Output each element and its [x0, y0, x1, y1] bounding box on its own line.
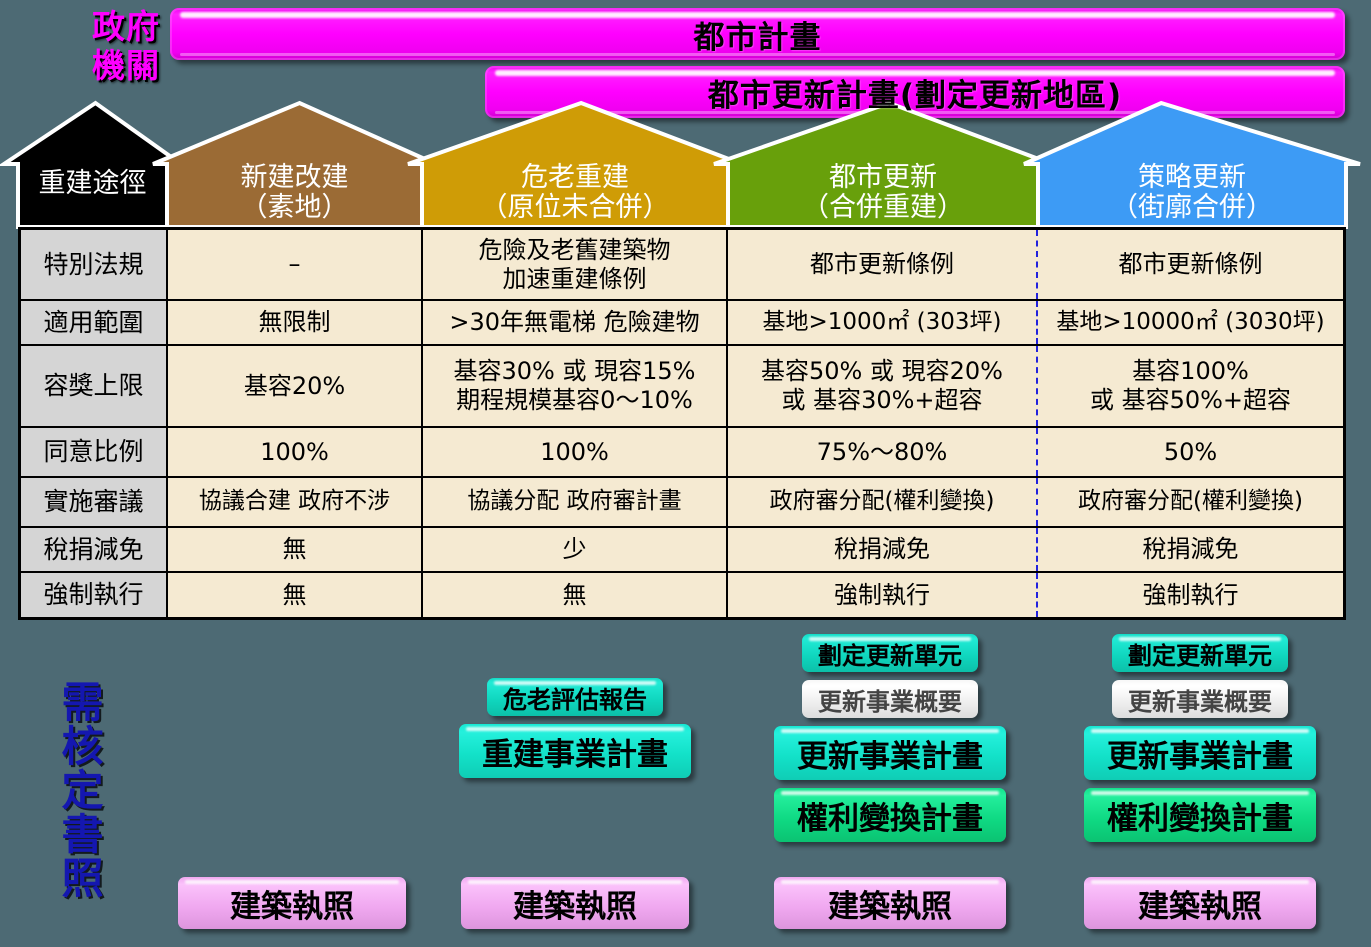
- table-cell: 都市更新條例: [1118, 250, 1263, 279]
- banner-urban-plan-label: 都市計畫: [693, 19, 822, 56]
- document-chip-label: 更新事業計畫: [1107, 738, 1293, 775]
- document-chip-label: 重建事業計畫: [482, 736, 668, 773]
- table-cell: 協議分配 政府審計畫: [423, 478, 728, 526]
- document-chip[interactable]: 更新事業計畫: [1084, 726, 1316, 780]
- house-header-5: 策略更新（街廓合併）: [1023, 100, 1361, 229]
- document-chip[interactable]: 權利變換計畫: [774, 788, 1006, 842]
- document-chip-label: 權利變換計畫: [1107, 800, 1293, 837]
- table-cell: 50%: [1163, 437, 1218, 466]
- house-header-1: 重建途徑: [0, 100, 188, 229]
- document-chip[interactable]: 劃定更新單元: [1112, 634, 1288, 672]
- document-chip-label: 危老評估報告: [503, 685, 647, 714]
- document-chip-label: 權利變換計畫: [797, 800, 983, 837]
- table-cell: >30年無電梯 危險建物: [423, 301, 728, 344]
- table-cell: 75%～80%: [728, 428, 1038, 476]
- document-chip-label: 劃定更新單元: [818, 641, 962, 670]
- house-header-subtitle: （素地）: [240, 191, 349, 223]
- house-header-subtitle: （街廓合併）: [1111, 191, 1273, 223]
- table-row: 特別法規–危險及老舊建築物 加速重建條例都市更新條例都市更新條例: [21, 230, 1343, 301]
- table-cell: 基地>1000㎡ (303坪): [728, 301, 1038, 344]
- house-header-title: 新建改建: [240, 161, 349, 193]
- table-cell: 100%: [168, 428, 423, 476]
- banner-urban-renewal-plan: 都市更新計畫(劃定更新地區): [485, 66, 1345, 118]
- table-cell: 無限制: [168, 301, 423, 344]
- table-row: 適用範圍無限制>30年無電梯 危險建物基地>1000㎡ (303坪) 基地>100…: [21, 301, 1343, 346]
- building-permit-label: 建築執照: [230, 888, 354, 925]
- table-cell: 危險及老舊建築物 加速重建條例: [423, 230, 728, 299]
- table-row-header: 適用範圍: [21, 301, 168, 344]
- house-roof-shape: [1023, 100, 1361, 229]
- table-row-header: 同意比例: [21, 428, 168, 476]
- document-chip[interactable]: 權利變換計畫: [1084, 788, 1316, 842]
- table-row-header: 實施審議: [21, 478, 168, 526]
- table-cell: –: [168, 230, 423, 299]
- document-chip[interactable]: 更新事業概要: [1112, 680, 1288, 718]
- table-row-header: 容獎上限: [21, 346, 168, 426]
- table-row: 實施審議協議合建 政府不涉協議分配 政府審計畫政府審分配(權利變換)政府審分配(…: [21, 478, 1343, 528]
- table-row: 稅捐減免無少稅捐減免稅捐減免: [21, 528, 1343, 573]
- table-cell: 100%: [423, 428, 728, 476]
- building-permit-label: 建築執照: [513, 888, 637, 925]
- table-cell: 基容20%: [168, 346, 423, 426]
- table-cell: 無: [168, 528, 423, 571]
- table-cell: 無: [423, 573, 728, 617]
- table-cell: 稅捐減免: [728, 528, 1038, 571]
- need-approval-documents-label: 需核定書照: [55, 680, 104, 900]
- house-header-subtitle: （合併重建）: [802, 191, 964, 223]
- house-header-2: 新建改建（素地）: [152, 100, 437, 229]
- document-chip-label: 更新事業計畫: [797, 738, 983, 775]
- table-cell: 基容30% 或 現容15% 期程規模基容0～10%: [423, 346, 728, 426]
- building-permit-chip[interactable]: 建築執照: [1084, 877, 1316, 929]
- table-cell: 無: [168, 573, 423, 617]
- table-cell: 基地>10000㎡ (3030坪): [1056, 308, 1325, 335]
- table-cell: 強制執行: [1142, 580, 1239, 609]
- house-header-title: 策略更新: [1138, 161, 1246, 193]
- building-permit-label: 建築執照: [1138, 888, 1262, 925]
- document-chip[interactable]: 更新事業計畫: [774, 726, 1006, 780]
- building-permit-label: 建築執照: [828, 888, 952, 925]
- table-cell: 稅捐減免: [1142, 535, 1239, 564]
- table-row: 強制執行無無強制執行強制執行: [21, 573, 1343, 617]
- document-chip[interactable]: 更新事業概要: [802, 680, 978, 718]
- table-row-header: 強制執行: [21, 573, 168, 617]
- table-cell: 強制執行: [728, 573, 1038, 617]
- house-header-title: 重建途徑: [38, 167, 147, 199]
- document-chip[interactable]: 劃定更新單元: [802, 634, 978, 672]
- banner-urban-plan: 都市計畫: [170, 8, 1345, 60]
- table-cell: 協議合建 政府不涉: [168, 478, 423, 526]
- table-row: 容獎上限基容20%基容30% 或 現容15% 期程規模基容0～10%基容50% …: [21, 346, 1343, 428]
- table-row-header: 稅捐減免: [21, 528, 168, 571]
- table-cell: 都市更新條例: [728, 230, 1038, 299]
- table-cell: 少: [423, 528, 728, 571]
- house-header-subtitle: （原位未合併）: [480, 191, 670, 223]
- house-header-title: 危老重建: [521, 161, 629, 193]
- document-chip-label: 更新事業概要: [818, 687, 962, 716]
- comparison-table: 特別法規–危險及老舊建築物 加速重建條例都市更新條例都市更新條例適用範圍無限制>…: [18, 227, 1346, 620]
- banner-urban-renewal-plan-label: 都市更新計畫(劃定更新地區): [707, 77, 1123, 114]
- building-permit-chip[interactable]: 建築執照: [774, 877, 1006, 929]
- table-row-header: 特別法規: [21, 230, 168, 299]
- building-permit-chip[interactable]: 建築執照: [461, 877, 689, 929]
- house-header-3: 危老重建（原位未合併）: [407, 100, 743, 229]
- building-permit-chip[interactable]: 建築執照: [178, 877, 406, 929]
- table-cell: 政府審分配(權利變換): [1078, 488, 1303, 515]
- document-chip-label: 劃定更新單元: [1128, 641, 1272, 670]
- table-cell: 政府審分配(權利變換): [728, 478, 1038, 526]
- house-header-4: 都市更新（合併重建）: [713, 100, 1053, 229]
- house-header-title: 都市更新: [829, 161, 937, 193]
- document-chip[interactable]: 危老評估報告: [487, 678, 663, 716]
- table-cell: 基容100% 或 基容50%+超容: [1089, 357, 1292, 414]
- government-agency-label: 政府機關: [92, 7, 160, 85]
- table-cell: 基容50% 或 現容20% 或 基容30%+超容: [728, 346, 1038, 426]
- document-chip-label: 更新事業概要: [1128, 687, 1272, 716]
- document-chip[interactable]: 重建事業計畫: [459, 724, 691, 778]
